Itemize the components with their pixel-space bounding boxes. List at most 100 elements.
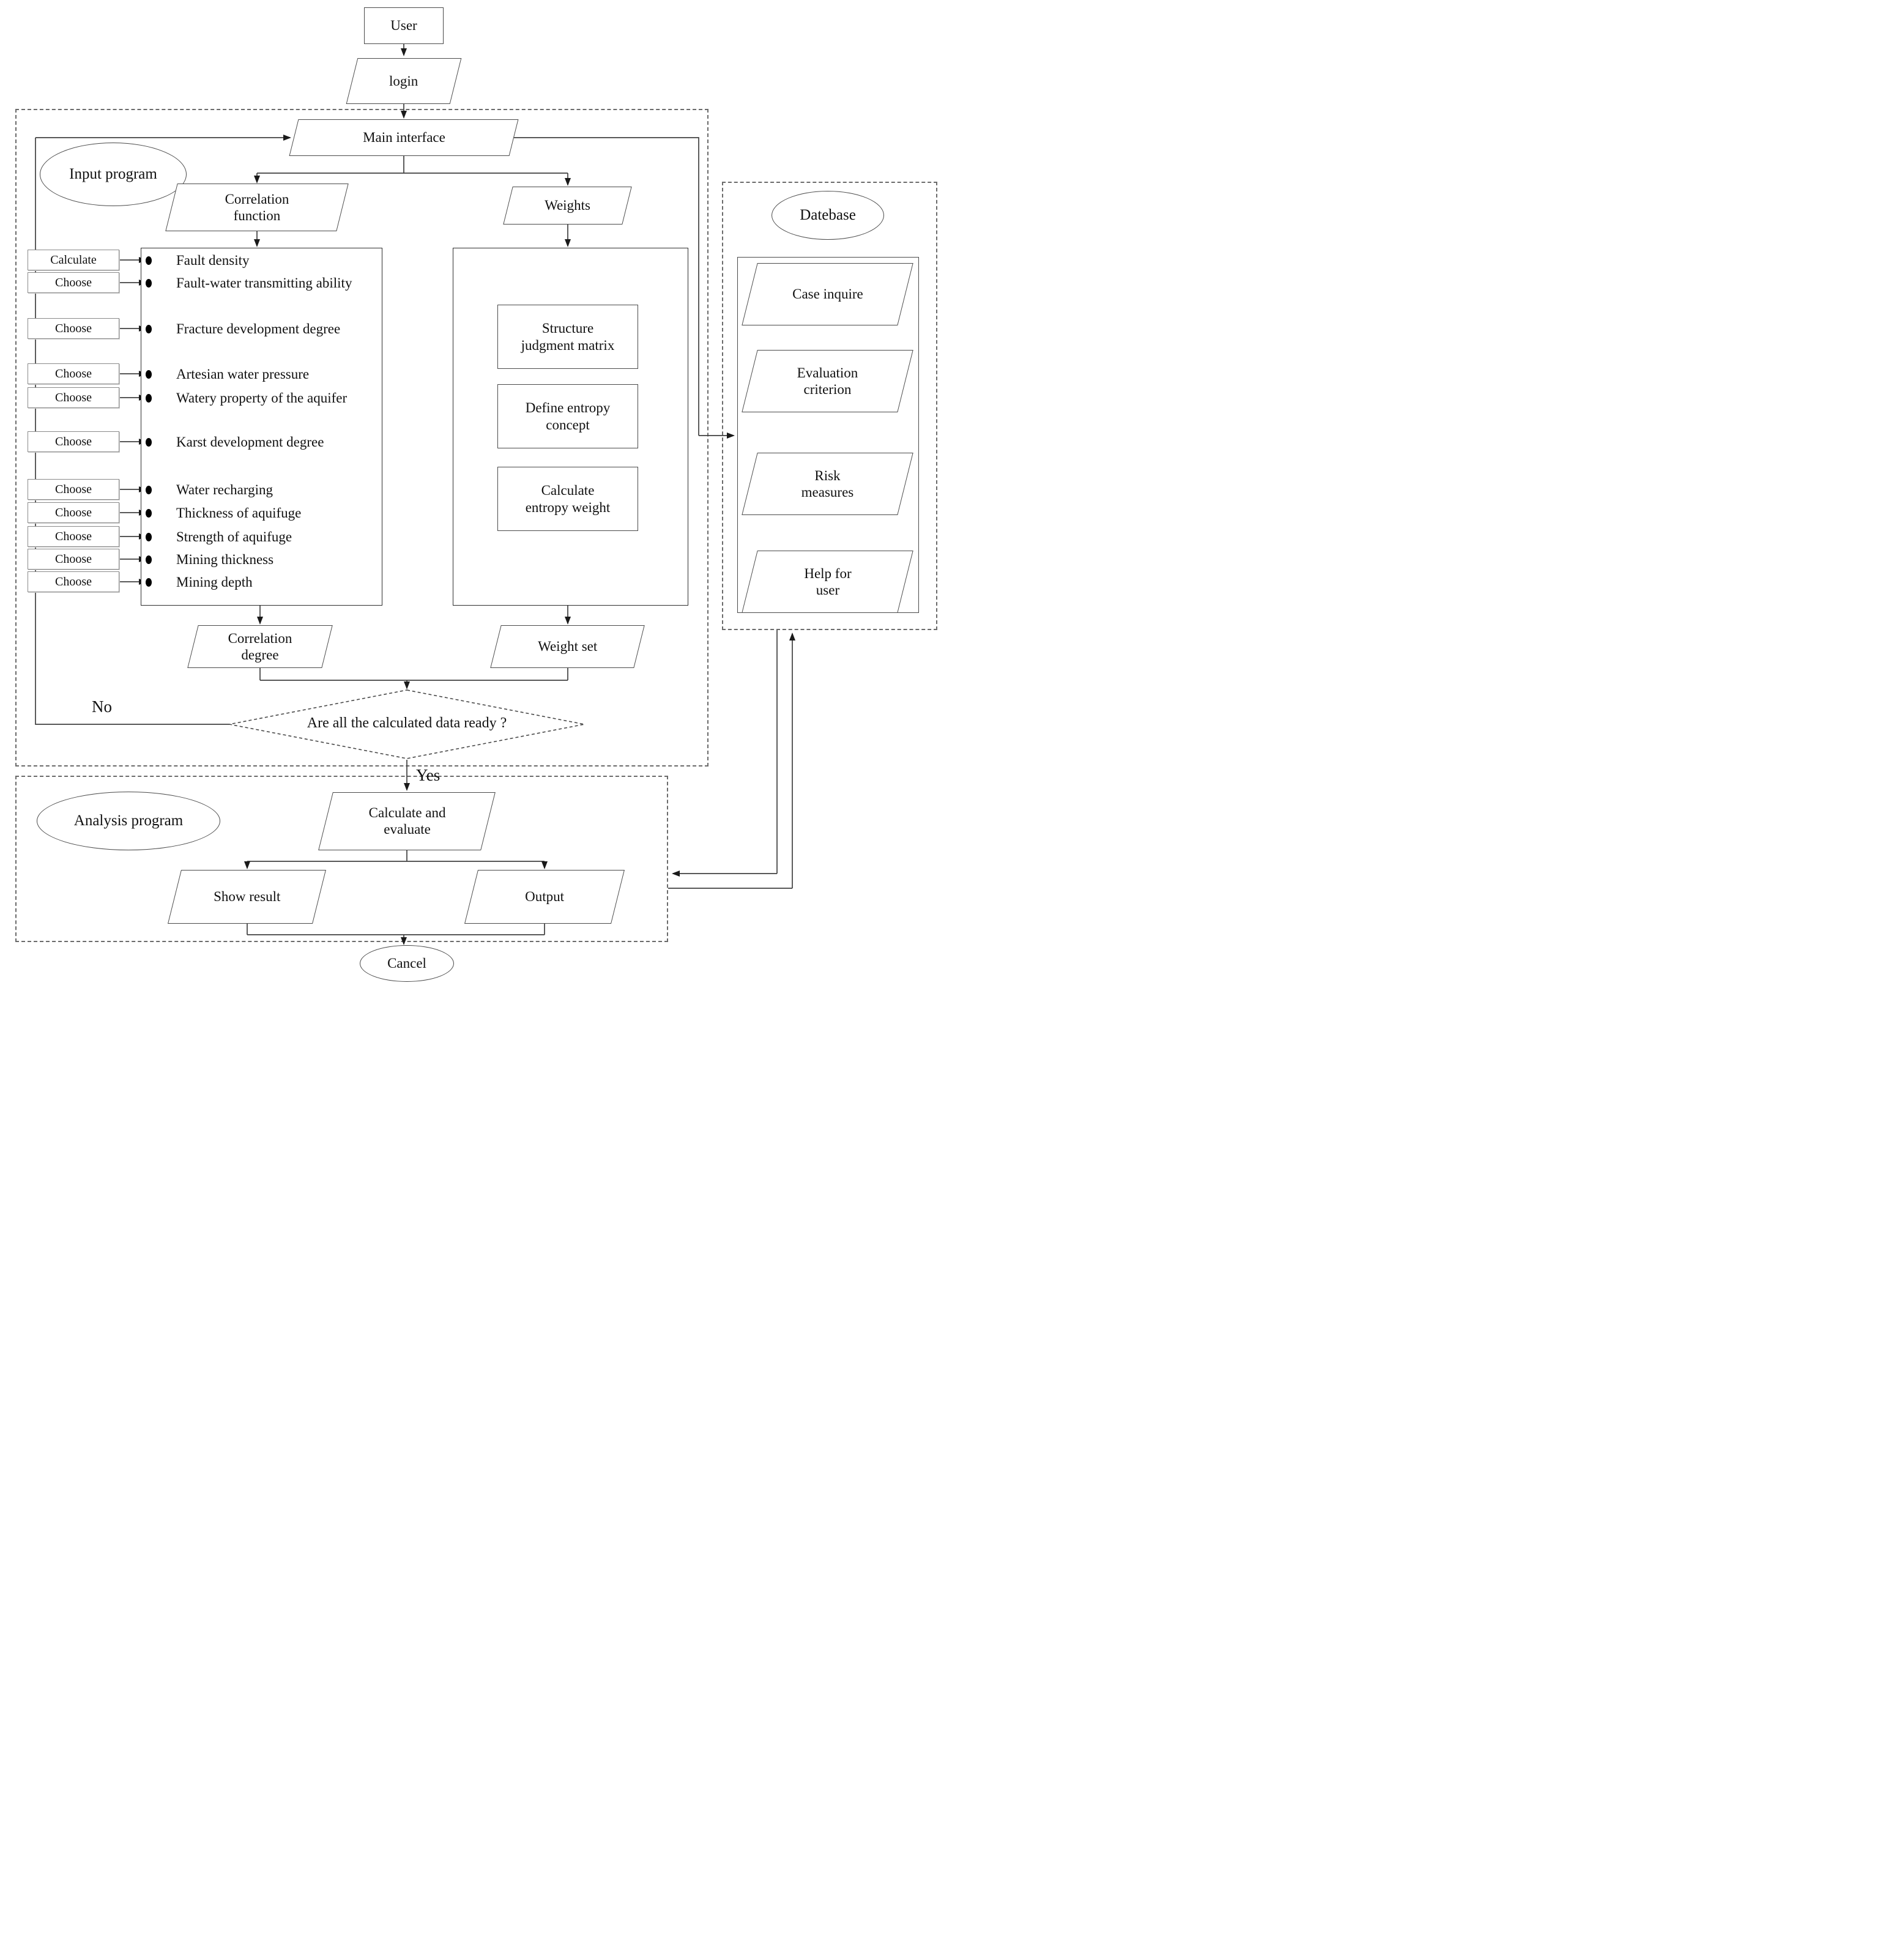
calculate-button: Calculate: [28, 250, 119, 270]
bullet-icon: [146, 394, 152, 403]
node-calculate-and-evaluate: Calculate and evaluate: [318, 792, 496, 850]
split-maininterface: [257, 156, 568, 174]
factor-label: Mining depth: [176, 574, 253, 590]
connector-layer: [35, 44, 795, 945]
factor-row: Mining depth: [146, 573, 373, 592]
bullet-icon: [146, 509, 152, 518]
factor-row: Strength of aquifuge: [146, 527, 373, 546]
choose-button: Choose: [28, 431, 119, 452]
choose-button-label: Choose: [55, 552, 92, 566]
yes-label: Yes: [416, 766, 441, 784]
input-program-container: [15, 109, 708, 767]
db-item-help-for-user: Help for user: [742, 551, 913, 613]
choose-button: Choose: [28, 363, 119, 384]
step-label: Structure judgment matrix: [521, 321, 615, 353]
factor-label: Strength of aquifuge: [176, 529, 292, 544]
factor-label: Thickness of aquifuge: [176, 505, 302, 521]
factor-label: Watery property of the aquifer: [176, 390, 348, 406]
factor-label: Fault density: [176, 253, 250, 268]
choose-button: Choose: [28, 387, 119, 408]
bullet-icon: [146, 279, 152, 288]
bullet-icon: [146, 486, 152, 494]
database-title: Datebase: [800, 207, 856, 224]
bullet-icon: [146, 438, 152, 447]
node-output-label: Output: [525, 889, 564, 905]
factor-row: Artesian water pressure: [146, 365, 373, 384]
database-links: [514, 137, 795, 889]
bullet-icon: [146, 256, 152, 265]
choose-button-label: Choose: [55, 482, 92, 496]
calculate-button-label: Calculate: [50, 253, 97, 267]
node-correlation-degree: Correlation degree: [187, 625, 333, 668]
db-item-label: Evaluation criterion: [797, 365, 858, 397]
decision-shape: [229, 689, 585, 759]
choose-button-label: Choose: [55, 434, 92, 448]
factor-label: Fault-water transmitting ability: [176, 275, 352, 291]
factor-label: Mining thickness: [176, 552, 274, 567]
factor-row: Water recharging: [146, 480, 373, 499]
step-label: Define entropy concept: [525, 400, 611, 432]
choose-button: Choose: [28, 272, 119, 293]
merge-into-cancel: [247, 924, 545, 935]
node-weights-label: Weights: [545, 198, 590, 213]
flowchart-canvas: User login Main interface Input program …: [0, 0, 952, 985]
analysis-program-ellipse: Analysis program: [37, 792, 220, 850]
choose-button-label: Choose: [55, 574, 92, 588]
node-user: User: [364, 7, 444, 44]
node-weight-set: Weight set: [490, 625, 645, 668]
node-correlation-function: Correlation function: [165, 184, 349, 231]
analysis-program-label: Analysis program: [73, 812, 184, 830]
node-login: login: [346, 58, 462, 104]
factor-label: Water recharging: [176, 482, 273, 497]
node-weights: Weights: [503, 187, 632, 225]
choose-button: Choose: [28, 526, 119, 547]
split-calceval: [247, 850, 545, 862]
db-item-evaluation-criterion: Evaluation criterion: [742, 350, 913, 412]
choose-button-label: Choose: [55, 321, 92, 335]
input-program-ellipse: Input program: [40, 143, 187, 206]
step-calculate-entropy-weight: Calculate entropy weight: [497, 467, 638, 531]
db-item-case-inquire: Case inquire: [742, 263, 913, 325]
choose-button-label: Choose: [55, 390, 92, 404]
factor-row: Mining thickness: [146, 550, 373, 569]
step-structure-judgment-matrix: Structure judgment matrix: [497, 305, 638, 369]
node-correlation-degree-label: Correlation degree: [228, 630, 292, 663]
node-show-result-label: Show result: [213, 889, 281, 905]
db-item-label: Case inquire: [792, 286, 863, 302]
node-weight-set-label: Weight set: [537, 639, 598, 655]
bullet-icon: [146, 370, 152, 379]
choose-button: Choose: [28, 318, 119, 339]
node-output: Output: [464, 870, 625, 924]
node-cancel: Cancel: [360, 945, 454, 982]
node-main-interface-label: Main interface: [362, 130, 445, 146]
bullet-icon: [146, 555, 152, 564]
step-define-entropy-concept: Define entropy concept: [497, 384, 638, 448]
factor-row: Karst development degree: [146, 432, 373, 451]
node-calculate-and-evaluate-label: Calculate and evaluate: [368, 805, 445, 837]
decision-diamond: [229, 689, 585, 759]
db-item-label: Help for user: [803, 565, 852, 598]
database-container: [722, 182, 937, 630]
database-ellipse: Datebase: [772, 191, 884, 240]
choose-button-label: Choose: [55, 529, 92, 543]
node-user-label: User: [390, 18, 417, 34]
bullet-icon: [146, 578, 152, 587]
factor-row: Watery property of the aquifer: [146, 388, 373, 407]
db-item-label: Risk measures: [801, 467, 854, 500]
factor-row: Fault density: [146, 251, 373, 270]
step-label: Calculate entropy weight: [525, 483, 611, 515]
choose-button: Choose: [28, 502, 119, 523]
node-cancel-label: Cancel: [387, 956, 426, 971]
maininterface-to-db-line: [514, 137, 699, 436]
analysis-program-container: [15, 776, 668, 942]
node-correlation-function-label: Correlation function: [225, 191, 289, 223]
db-item-risk-measures: Risk measures: [742, 453, 913, 515]
factor-row: Fault-water transmitting ability: [146, 273, 373, 292]
factor-label: Fracture development degree: [176, 321, 341, 336]
choose-button: Choose: [28, 479, 119, 500]
factor-label: Karst development degree: [176, 434, 324, 450]
main-flow-arrows: [244, 44, 571, 945]
factor-row: Fracture development degree: [146, 319, 373, 338]
factor-row: Thickness of aquifuge: [146, 503, 373, 522]
bullet-icon: [146, 325, 152, 333]
